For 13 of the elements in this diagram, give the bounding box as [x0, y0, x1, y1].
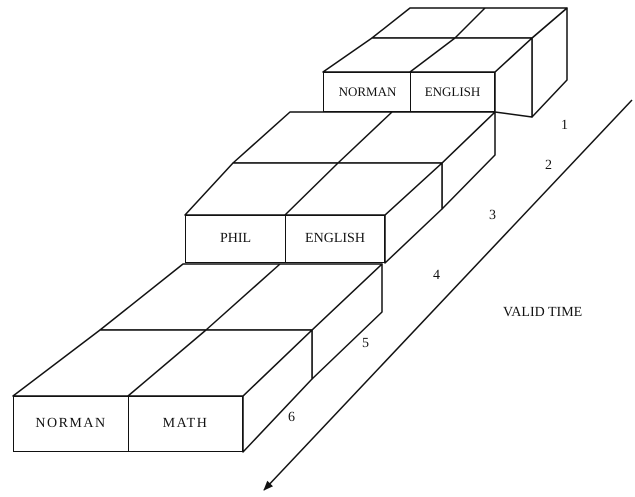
table-cell: MATH — [128, 396, 243, 452]
time-point-number: 1 — [561, 118, 568, 134]
time-point-number: 6 — [288, 410, 295, 426]
time-point-number: 5 — [362, 336, 369, 352]
table-cell: NORMAN — [323, 72, 412, 112]
time-point-number: 2 — [545, 158, 552, 174]
table-cell: ENGLISH — [285, 215, 385, 263]
table-cell: ENGLISH — [410, 72, 495, 112]
table-cell: PHIL — [185, 215, 286, 263]
time-point-number: 4 — [433, 268, 440, 284]
axis-label: VALID TIME — [503, 305, 582, 321]
time-point-number: 3 — [489, 208, 496, 224]
table-cell: NORMAN — [13, 396, 129, 452]
